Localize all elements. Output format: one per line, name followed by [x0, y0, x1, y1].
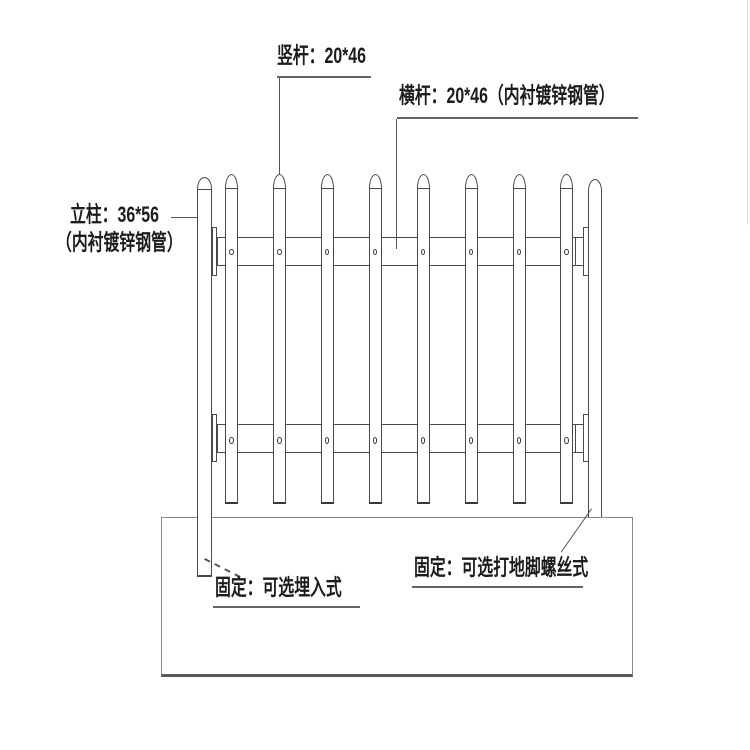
picket-cap-icon [225, 174, 238, 189]
picket-cap-icon [560, 174, 573, 189]
picket-cap-icon [320, 174, 334, 189]
post-label-line1: 立柱：36*56 [70, 202, 159, 227]
rivet-screw-icon [468, 437, 474, 444]
picket-cap-icon [512, 174, 526, 189]
picket [320, 188, 334, 504]
picket [225, 188, 238, 504]
embedded-fixing-label: 固定：可选埋入式 [215, 575, 342, 600]
rivet-screw-icon [324, 437, 330, 444]
picket-cap-icon [464, 174, 478, 189]
horizontal-rail-label-underline [397, 117, 638, 119]
rivet-screw-icon [324, 248, 330, 256]
horizontal-rail-bottom [226, 423, 575, 453]
rivet-screw-icon [372, 437, 378, 444]
left-post [196, 189, 212, 577]
rivet-screw-icon [420, 248, 426, 256]
rivet-screw-icon [276, 437, 282, 444]
post-leader-line [171, 217, 201, 218]
rivet-screw-icon [229, 248, 234, 256]
rivet-screw-icon [516, 437, 522, 444]
anchor-fixing-label-underline [412, 586, 583, 588]
rivet-screw-icon [420, 437, 426, 444]
vertical-picket-label-underline [277, 76, 371, 78]
embedded-fixing-label-underline [213, 606, 360, 608]
horizontal-rail-top [226, 236, 575, 266]
rivet-screw-icon [516, 248, 522, 256]
rivet-screw-icon [229, 437, 234, 444]
rivet-screw-icon [468, 248, 474, 256]
picket [560, 188, 573, 504]
post-label-line2: （内衬镀锌钢管） [56, 230, 183, 255]
vertical-picket-label: 竖杆：20*46 [277, 43, 366, 68]
picket [512, 188, 526, 504]
anchor-fixing-label: 固定：可选打地脚螺丝式 [414, 555, 589, 580]
picket-cap-icon [368, 174, 382, 189]
rivet-screw-icon [564, 248, 569, 256]
horizontal-rail-label: 横杆：20*46（内衬镀锌钢管） [399, 83, 615, 108]
picket [368, 188, 382, 504]
horizontal-rail-leader-line [396, 119, 397, 249]
rivet-screw-icon [372, 248, 378, 256]
scan-edge-artifact [747, 0, 748, 225]
picket [464, 188, 478, 504]
rivet-screw-icon [276, 248, 282, 256]
picket [416, 188, 430, 504]
right-post [588, 190, 602, 517]
picket-cap-icon [272, 174, 286, 189]
picket [272, 188, 286, 504]
left-post-cap-icon [196, 177, 212, 190]
rivet-screw-icon [564, 437, 569, 444]
picket-cap-icon [416, 174, 430, 189]
vertical-picket-leader-line [279, 78, 280, 175]
ground-foundation [161, 517, 633, 677]
